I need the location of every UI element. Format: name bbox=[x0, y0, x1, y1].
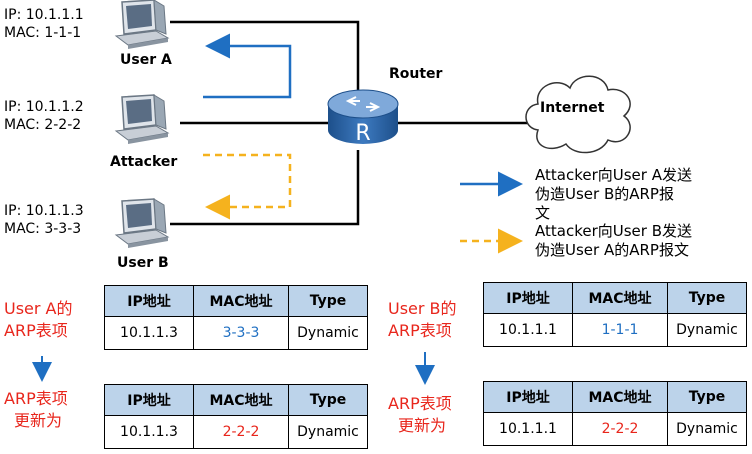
cell-mac: 2-2-2 bbox=[193, 415, 289, 449]
header-type: Type bbox=[288, 285, 368, 317]
user-a-update-label-line2: 更新为 bbox=[14, 411, 63, 430]
cell-type: Dynamic bbox=[667, 412, 747, 446]
user-b-updated-arp-table: IP地址 MAC地址 Type 10.1.1.1 2-2-2 Dynamic bbox=[483, 381, 747, 446]
table-row: 10.1.1.3 3-3-3 Dynamic bbox=[104, 316, 368, 350]
user-b-update-label-line1: ARP表项 bbox=[388, 394, 452, 413]
cell-ip: 10.1.1.3 bbox=[104, 316, 194, 350]
cell-type: Dynamic bbox=[288, 415, 368, 449]
cell-mac: 1-1-1 bbox=[572, 313, 668, 347]
user-b-mac: MAC: 3-3-3 bbox=[4, 221, 82, 237]
cell-type: Dynamic bbox=[288, 316, 368, 350]
pc-icon-user-a bbox=[114, 0, 170, 49]
router-label: Router bbox=[389, 66, 443, 82]
header-mac: MAC地址 bbox=[572, 381, 668, 413]
header-type: Type bbox=[667, 381, 747, 413]
header-ip: IP地址 bbox=[104, 285, 194, 317]
cell-ip: 10.1.1.1 bbox=[483, 313, 573, 347]
user-a-arp-label-line1: User A的 bbox=[4, 299, 73, 318]
user-b-arp-label-line2: ARP表项 bbox=[388, 321, 452, 340]
user-b-update-label-line2: 更新为 bbox=[398, 416, 447, 435]
header-mac: MAC地址 bbox=[193, 285, 289, 317]
cell-ip: 10.1.1.3 bbox=[104, 415, 194, 449]
link-user-a-router bbox=[170, 20, 360, 95]
attacker-ip: IP: 10.1.1.2 bbox=[4, 99, 84, 115]
forged-arp-to-user-a-arrow bbox=[203, 33, 292, 99]
user-b-name: User B bbox=[117, 255, 169, 271]
pc-icon-attacker bbox=[114, 94, 170, 144]
attacker-name: Attacker bbox=[110, 154, 178, 170]
header-ip: IP地址 bbox=[483, 381, 573, 413]
cell-mac: 3-3-3 bbox=[193, 316, 289, 350]
cell-type: Dynamic bbox=[667, 313, 747, 347]
header-ip: IP地址 bbox=[104, 384, 194, 416]
user-b-ip: IP: 10.1.1.3 bbox=[4, 203, 84, 219]
user-a-arp-label-line2: ARP表项 bbox=[4, 321, 68, 340]
header-ip: IP地址 bbox=[483, 282, 573, 314]
user-a-arp-table: IP地址 MAC地址 Type 10.1.1.3 3-3-3 Dynamic bbox=[104, 285, 368, 350]
legend-blue-line2: 伪造User B的ARP报 bbox=[535, 185, 674, 203]
pc-icon-user-b bbox=[114, 198, 170, 248]
user-a-update-label-line1: ARP表项 bbox=[4, 389, 68, 408]
user-a-mac: MAC: 1-1-1 bbox=[4, 25, 82, 41]
cell-mac: 2-2-2 bbox=[572, 412, 668, 446]
internet-label: Internet bbox=[540, 100, 605, 116]
table-row: 10.1.1.1 2-2-2 Dynamic bbox=[483, 412, 747, 446]
header-mac: MAC地址 bbox=[193, 384, 289, 416]
link-user-b-router bbox=[170, 150, 360, 226]
user-a-name: User A bbox=[120, 52, 172, 68]
header-type: Type bbox=[288, 384, 368, 416]
cell-ip: 10.1.1.1 bbox=[483, 412, 573, 446]
header-type: Type bbox=[667, 282, 747, 314]
legend-orange-line2: 伪造User A的ARP报文 bbox=[535, 241, 689, 259]
header-mac: MAC地址 bbox=[572, 282, 668, 314]
attacker-mac: MAC: 2-2-2 bbox=[4, 117, 82, 133]
table-row: 10.1.1.3 2-2-2 Dynamic bbox=[104, 415, 368, 449]
user-a-ip: IP: 10.1.1.1 bbox=[4, 7, 84, 23]
legend-blue-line3: 文 bbox=[535, 204, 551, 222]
table-row: 10.1.1.1 1-1-1 Dynamic bbox=[483, 313, 747, 347]
forged-arp-to-user-b-arrow bbox=[203, 153, 292, 220]
internet-cloud-icon bbox=[525, 75, 631, 154]
user-b-arp-label-line1: User B的 bbox=[388, 299, 457, 318]
legend-blue-line1: Attacker向User A发送 bbox=[535, 166, 692, 184]
user-a-updated-arp-table: IP地址 MAC地址 Type 10.1.1.3 2-2-2 Dynamic bbox=[104, 384, 368, 449]
user-b-arp-table: IP地址 MAC地址 Type 10.1.1.1 1-1-1 Dynamic bbox=[483, 282, 747, 347]
router-glyph: R bbox=[355, 121, 370, 146]
legend-orange-line1: Attacker向User B发送 bbox=[535, 222, 692, 240]
link-lines bbox=[170, 20, 528, 226]
router-icon: R bbox=[327, 89, 399, 146]
